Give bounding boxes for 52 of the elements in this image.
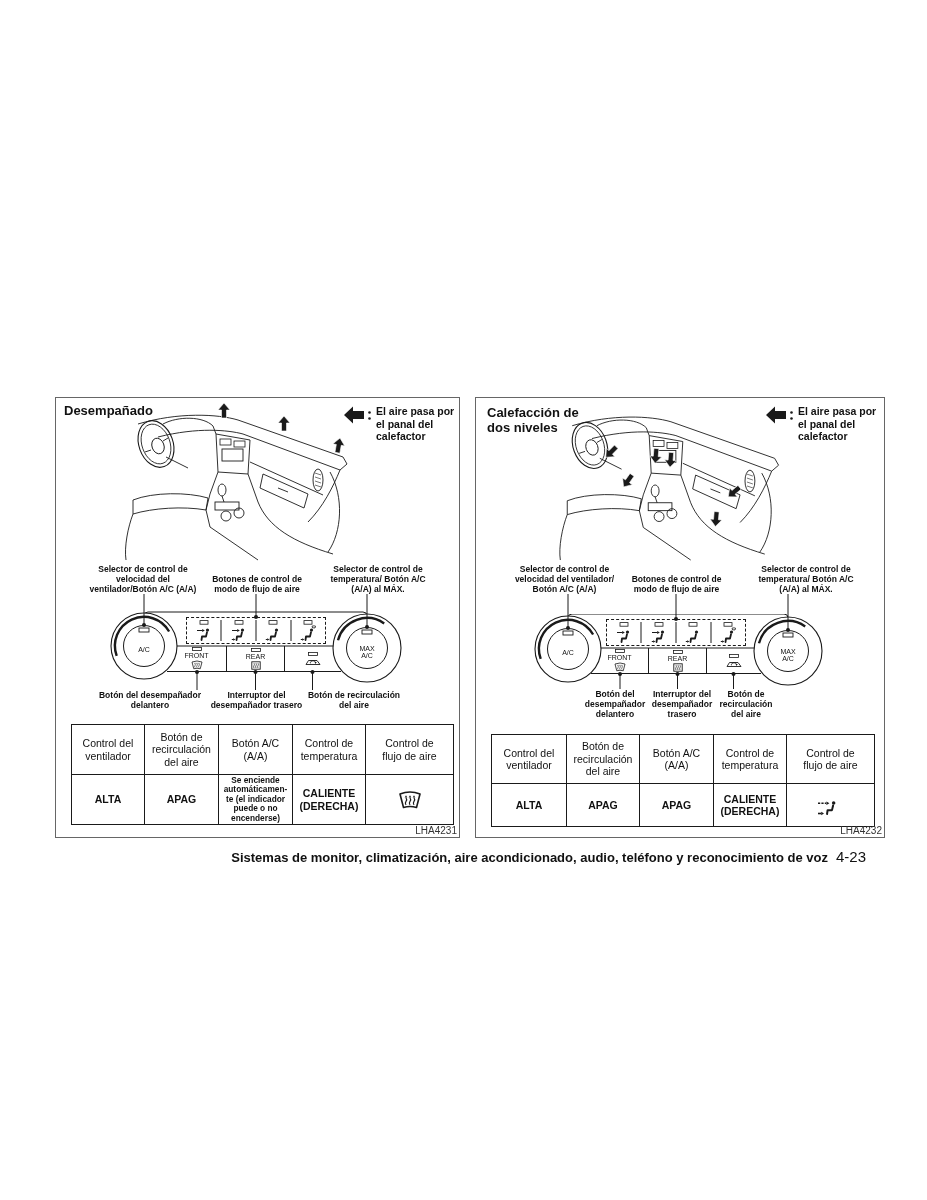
column-header: Control de temperatura xyxy=(292,724,366,775)
setting-value: CALIENTE (DERECHA) xyxy=(713,783,787,827)
leader-line xyxy=(618,672,622,690)
leader-line xyxy=(310,670,315,691)
leader-line xyxy=(254,593,258,619)
setting-value: APAG xyxy=(566,783,640,827)
callout-label: Selector de control de velocidad del ventilador/Botón A/C (A/A) xyxy=(86,564,200,594)
legend-text: El aire pasa por el panal del calefactor xyxy=(798,405,878,443)
panel-heading: Desempañado xyxy=(64,403,154,418)
running-footer: Sistemas de monitor, climatización, aire acondicionado, audio, teléfono y reconocimiento de voz xyxy=(231,850,828,865)
setting-value: APAG xyxy=(639,783,714,827)
callout-label: Botones de control de modo de flujo de aire xyxy=(628,574,725,594)
column-header: Control de flujo de aire xyxy=(786,734,875,784)
column-header: Control de flujo de aire xyxy=(365,724,454,775)
callout-label: Botón del desempañador delantero xyxy=(582,689,648,719)
column-header: Control del ventilador xyxy=(491,734,567,784)
column-header: Botón de recirculación del aire xyxy=(566,734,640,784)
callout-label: Interruptor del desempañador trasero xyxy=(650,689,714,719)
leader-line xyxy=(674,593,678,621)
leader-line xyxy=(365,593,369,629)
leader-line xyxy=(195,670,199,691)
setting-value: ALTA xyxy=(71,774,145,825)
callout-label: Botón de recirculación del aire xyxy=(716,689,776,719)
column-header: Botón A/C (A/A) xyxy=(639,734,714,784)
callout-label: Botón de recirculación del aire xyxy=(304,690,404,710)
callout-label: Interruptor del desempañador trasero xyxy=(208,690,305,710)
figure-code: LHA4231 xyxy=(415,825,457,836)
setting-value: APAG xyxy=(144,774,219,825)
callout-label: Botón del desempañador delantero xyxy=(94,690,206,710)
leader-line xyxy=(786,593,790,632)
callout-label: Selector de control de velocidad del ventilador/ Botón A/C (A/A) xyxy=(511,564,618,594)
setting-value: ALTA xyxy=(491,783,567,827)
column-header: Control del ventilador xyxy=(71,724,145,775)
page-number: 4-23 xyxy=(835,848,866,865)
column-header: Control de temperatura xyxy=(713,734,787,784)
setting-value: CALIENTE (DERECHA) xyxy=(292,774,366,825)
callout-label: Selector de control de temperatura/ Botón A/C (A/A) al MÁX. xyxy=(326,564,430,594)
column-header: Botón A/C (A/A) xyxy=(218,724,293,775)
figure-panel xyxy=(55,397,460,838)
callout-label: Botones de control de modo de flujo de aire xyxy=(209,574,305,594)
leader-line xyxy=(142,593,146,627)
figure-panel xyxy=(475,397,885,838)
leader-line xyxy=(253,670,258,691)
leader-line xyxy=(731,672,736,690)
figure-code: LHA4232 xyxy=(840,825,882,836)
legend-text: El aire pasa por el panal del calefactor xyxy=(376,405,456,443)
column-header: Botón de recirculación del aire xyxy=(144,724,219,775)
setting-value: Se enciende automáticamen- te (el indicador puede o no encenderse) xyxy=(218,774,293,825)
panel-heading: Calefacción de dos niveles xyxy=(487,405,580,435)
leader-line xyxy=(675,672,680,690)
callout-label: Selector de control de temperatura/ Botón A/C (A/A) al MÁX. xyxy=(750,564,862,594)
leader-line xyxy=(566,593,570,630)
